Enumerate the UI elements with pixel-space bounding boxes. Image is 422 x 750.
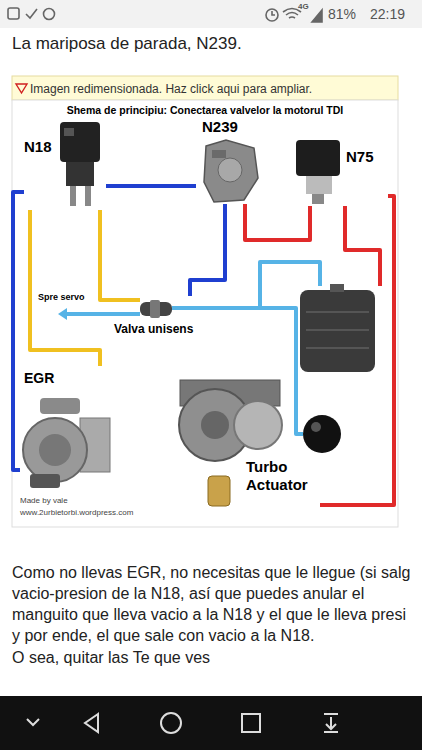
banner-text: Imagen redimensionada. Haz click aqui pa… xyxy=(30,82,312,96)
network-type: 4G xyxy=(298,2,309,12)
nav-bar xyxy=(0,696,422,750)
n18-valve xyxy=(60,122,100,206)
status-icons xyxy=(8,8,322,22)
component-label: N75 xyxy=(346,148,374,166)
component-label: N239 xyxy=(202,118,238,136)
post-text: O sea, quitar las Te que ves xyxy=(12,648,210,667)
warning-icon xyxy=(16,84,27,93)
n239-flap xyxy=(204,140,258,202)
servo-arrowhead xyxy=(58,308,67,320)
hose-connector xyxy=(100,210,112,300)
unisens-valve xyxy=(140,300,172,318)
component-node: N75 xyxy=(288,134,388,206)
clock: 22:19 xyxy=(370,6,405,23)
component-node: EGR xyxy=(20,366,116,494)
component-node: N18 xyxy=(24,120,106,210)
component-label: N18 xyxy=(24,138,52,156)
egr-valve xyxy=(23,398,110,488)
resize-banner xyxy=(12,76,398,100)
diagram-title: Shema de principiu: Conectarea valvelor … xyxy=(12,104,398,116)
battery-level: 81% xyxy=(328,6,356,23)
post-paragraph: Como no llevas EGR, no necesitas que le … xyxy=(12,562,412,646)
air-filter xyxy=(300,284,375,372)
component-label: EGR xyxy=(24,370,54,387)
component-node: Valva unisens xyxy=(112,296,212,340)
author-credit: Made by vale xyxy=(20,496,68,506)
n75-valve xyxy=(296,140,340,204)
component-label: Valva unisens xyxy=(114,322,193,336)
post-text: La mariposa de parada, N239. xyxy=(12,34,242,54)
hose-connector xyxy=(245,204,310,240)
hose-connector xyxy=(106,184,196,188)
component-node: Turbo Actuator xyxy=(172,372,320,512)
hose-connector xyxy=(30,210,100,366)
component-node: N239 xyxy=(196,118,266,204)
hose-connector xyxy=(13,192,24,470)
status-bar xyxy=(0,0,422,28)
watermark-url: www.2urbietorbi.wordpress.com xyxy=(20,508,133,518)
diagram-frame xyxy=(12,100,398,527)
hose-connector xyxy=(320,196,394,505)
vacuum-reservoir xyxy=(303,415,341,453)
hose-connector xyxy=(190,204,225,296)
nav-icons xyxy=(27,713,338,733)
hose-label: Spre servo xyxy=(38,292,85,303)
component-label: Turbo Actuator xyxy=(246,458,318,494)
